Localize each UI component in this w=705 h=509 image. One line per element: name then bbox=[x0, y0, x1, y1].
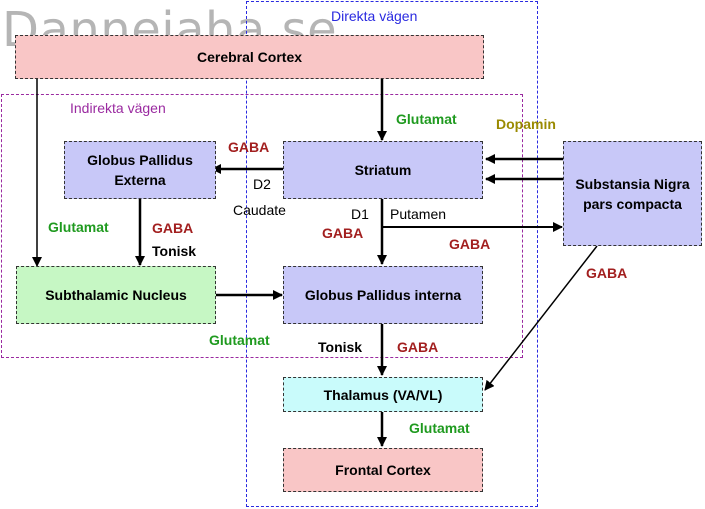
label-gaba-striatum-gpe: GABA bbox=[228, 139, 270, 155]
label-gaba-putamen-snc: GABA bbox=[449, 236, 491, 252]
node-striatum: Striatum bbox=[283, 141, 483, 199]
label-gaba-gpe-stn: GABA bbox=[152, 220, 194, 236]
node-thalamus: Thalamus (VA/VL) bbox=[283, 377, 483, 412]
label-gaba-d1: GABA bbox=[322, 225, 364, 241]
node-subthalamic-nucleus: Subthalamic Nucleus bbox=[16, 266, 216, 324]
label-putamen: Putamen bbox=[390, 206, 447, 222]
label-d2: D2 bbox=[253, 176, 271, 192]
label-tonisk-gpe-stn: Tonisk bbox=[152, 243, 197, 259]
label-d1: D1 bbox=[351, 206, 369, 222]
label-glutamat-cortex-striatum: Glutamat bbox=[396, 111, 457, 127]
indirect-pathway-label: Indirekta vägen bbox=[70, 100, 166, 116]
label-gaba-snc-thalamus: GABA bbox=[586, 265, 628, 281]
label-glutamat-cortex-stn: Glutamat bbox=[48, 219, 109, 235]
node-globus-pallidus-interna: Globus Pallidus interna bbox=[283, 266, 483, 324]
arrow-snc-thalamus bbox=[484, 245, 598, 391]
label-gaba-gpi-thalamus: GABA bbox=[397, 339, 439, 355]
label-caudate: Caudate bbox=[233, 202, 286, 218]
label-glutamat-thalamus-frontal: Glutamat bbox=[409, 420, 470, 436]
node-substansia-nigra: Substansia Nigra pars compacta bbox=[563, 141, 702, 246]
node-cerebral-cortex: Cerebral Cortex bbox=[15, 35, 484, 79]
direct-pathway-region bbox=[246, 1, 538, 507]
node-globus-pallidus-externa: Globus Pallidus Externa bbox=[64, 141, 216, 199]
node-frontal-cortex: Frontal Cortex bbox=[283, 448, 483, 492]
label-dopamin: Dopamin bbox=[496, 116, 556, 132]
direct-pathway-label: Direkta vägen bbox=[331, 8, 418, 24]
label-glutamat-stn-gpi: Glutamat bbox=[209, 332, 270, 348]
label-tonisk-gpi-thalamus: Tonisk bbox=[318, 339, 363, 355]
